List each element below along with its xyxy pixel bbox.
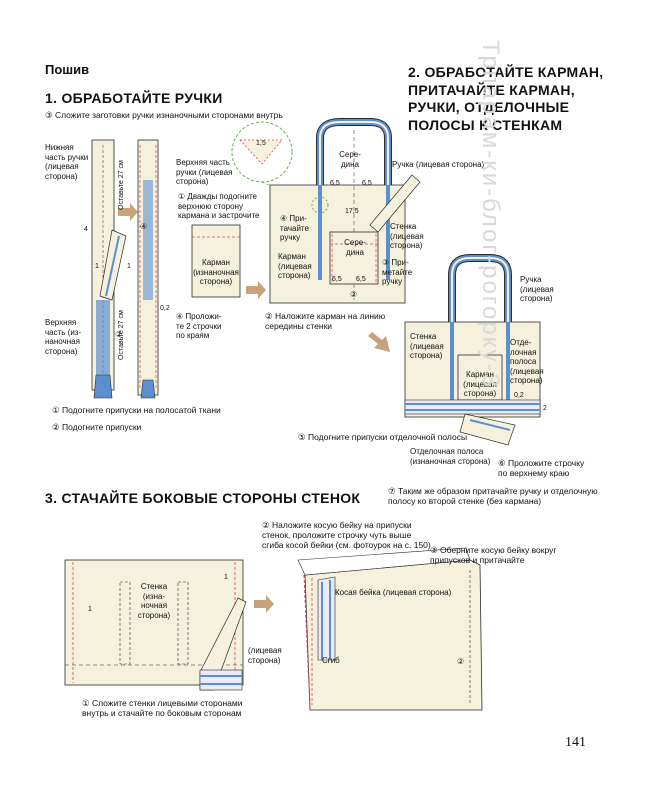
step1-note2: ② Подогните припуски: [52, 422, 142, 432]
step2-trim-right-label: Отде- лочная полоса (лицевая сторона): [510, 338, 544, 386]
step1-upper-part-right-label: Верхняя часть ручки (лицевая сторона): [176, 158, 233, 187]
step2-dim-65b: 6,5: [362, 180, 372, 187]
step3-arrow: [254, 595, 274, 613]
step2-wall-right2-label: Стенка (лицевая сторона): [410, 332, 444, 361]
step1-pocket: [191, 224, 241, 298]
section-title: Пошив: [45, 62, 90, 77]
step2-dim-2: 2: [543, 405, 547, 412]
step2-dim-65c: 6,5: [332, 276, 342, 283]
step3-bias-panel: [297, 547, 483, 711]
step3-wall-wrong-label: Стенка (изна- ночная сторона): [137, 582, 171, 620]
step1-leave27-a: Оставьте 27 см: [118, 160, 125, 210]
step3-note2: ② Наложите косую бейку на припуски стено…: [262, 520, 431, 551]
step2-middle-label: Сере- дина: [339, 150, 361, 169]
step2-note6: ⑥ Проложите строчку по верхнему краю: [498, 458, 585, 479]
watermark: Трпарам-ки-блог-рогорку-3: [455, 40, 515, 740]
step2-dim-65d: 6,5: [356, 276, 366, 283]
step2-note5: ⑤ Подогните припуски отделочной полосы: [298, 432, 468, 442]
step1-lower-part-label: Нижняя часть ручки (лицевая сторона): [45, 143, 89, 181]
step1-instr1: ① Дважды подогните верхнюю сторону карма…: [178, 192, 260, 221]
step1-num-2: ②: [115, 330, 123, 339]
watermark-text: Трпарам-ки-блог-рогорку-3: [476, 40, 504, 389]
step2-trim-wrong-label: Отделочная полоса (изнаночная сторона): [410, 447, 491, 466]
step2-instr4: ④ При- тачайте ручку: [280, 214, 309, 243]
step1-instr4: ④ Проложи- те 2 строчки по краям: [176, 312, 222, 341]
step1-dim-4: 4: [84, 226, 88, 233]
step2-pocket-right2-label: Карман (лицевая сторона): [463, 370, 497, 399]
step2-title: 2. ОБРАБОТАЙТЕ КАРМАН, ПРИТАЧАЙТЕ КАРМАН…: [408, 64, 604, 133]
step3-note3: ③ Оберните косую бейку вокруг припусков …: [430, 545, 557, 566]
step1-dim-1b: 1: [127, 263, 131, 270]
step3-face-side-label: (лицевая сторона): [248, 646, 282, 665]
step1-dim-1a: 1: [95, 263, 99, 270]
step1-to-step2-arrow: [246, 281, 266, 299]
step1-upper-part-wrong-label: Верхняя часть (из- наночная сторона): [45, 318, 82, 356]
step3-dim-1c: 1: [88, 606, 92, 613]
step2-num-2: ②: [350, 290, 358, 299]
step2-diagonal-arrow: [368, 332, 390, 352]
step2-pocket-right-label: Карман (лицевая сторона): [278, 252, 312, 281]
step1-handle-lower: [91, 139, 115, 399]
step1-dim-02: 0,2: [160, 305, 170, 312]
step3-fold-label: Сгиб: [322, 656, 340, 665]
step1-pocket-wrong-label: Карман (изнаночная сторона): [193, 258, 239, 287]
step1-handle-arrow: [118, 203, 138, 221]
step3-title: 3. СТАЧАЙТЕ БОКОВЫЕ СТОРОНЫ СТЕНОК: [45, 490, 361, 506]
step2-zoom-dim: 1,5: [256, 140, 266, 147]
step2-middle2-label: Сере- дина: [344, 238, 366, 257]
step3-wall-panel: [64, 559, 247, 691]
page-number: 141: [565, 735, 586, 750]
step1-num-4: ④: [140, 222, 148, 231]
step2-finished-bag: [404, 254, 541, 446]
step1-note1: ① Подогните припуски на полосатой ткани: [52, 405, 221, 415]
step2-note7: ⑦ Таким же образом притачайте ручку и от…: [388, 486, 598, 507]
step2-wall-right-label: Стенка (лицевая сторона): [390, 222, 424, 251]
step2-instr2: ② Наложите карман на линию середины стен…: [265, 311, 386, 332]
step1-instr3: ③ Сложите заготовки ручки изнаночными ст…: [45, 110, 283, 120]
step3-dim-1d: 1: [224, 574, 228, 581]
step1-folded-tab: [99, 229, 127, 301]
step2-dim-02b: 0,2: [514, 392, 524, 399]
step2-instr3: ③ При- метайте ручку: [382, 258, 413, 287]
step2-handle-right-label: Ручка (лицевая сторона): [392, 160, 485, 169]
step2-bag-wall: [269, 118, 421, 304]
step3-bias-tape-label: Косая бейка (лицевая сторона): [335, 588, 452, 597]
step3-num-2: ②: [457, 657, 465, 666]
step2-dim-175: 17,5: [345, 208, 359, 215]
step2-handle-right2-label: Ручка (лицевая сторона): [520, 275, 554, 304]
step1-handle-upper: [137, 139, 159, 399]
step2-dim-65a: 6,5: [330, 180, 340, 187]
step3-note1: ① Сложите стенки лицевыми сторонами внут…: [82, 698, 243, 719]
step1-title: 1. ОБРАБОТАЙТЕ РУЧКИ: [45, 90, 223, 106]
